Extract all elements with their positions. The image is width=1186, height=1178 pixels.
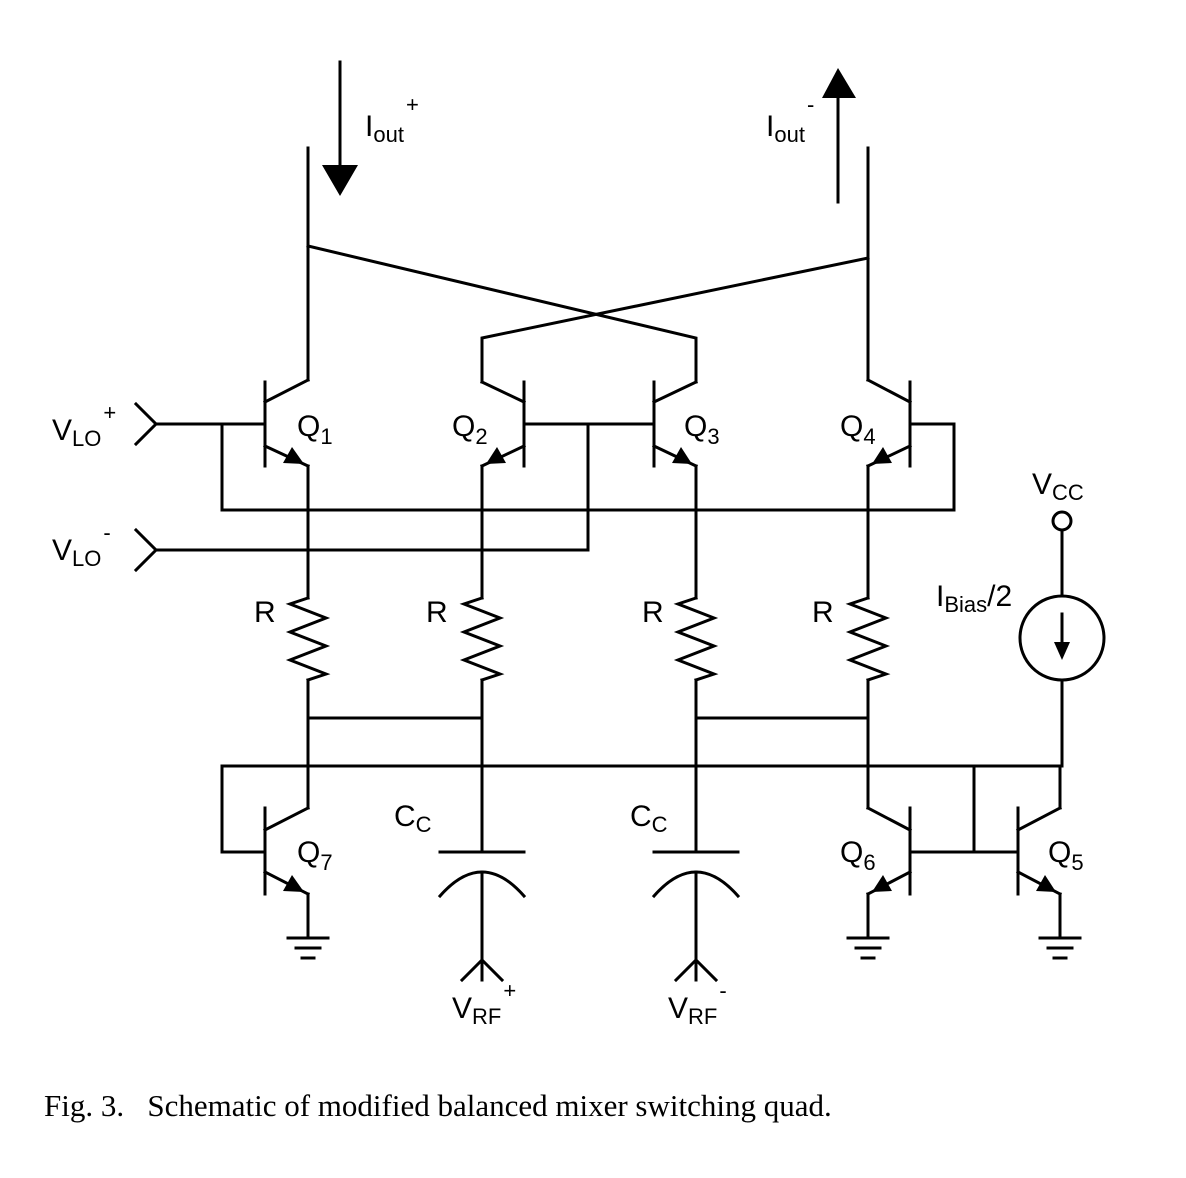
figure-caption: Fig. 3. Schematic of modified balanced m… [44,1088,832,1124]
wires [133,60,1106,983]
label-resistor-2: R [426,596,448,629]
label-resistor-3: R [642,596,664,629]
q3-emitter-arrow [672,447,692,464]
label-q6: Q6 [840,836,876,875]
label-vrf-neg: VRF- [668,978,727,1029]
label-q1: Q1 [297,410,333,449]
resistor-2 [459,596,505,682]
vrf-neg-terminal [673,870,719,983]
figure-number: Fig. 3. [44,1088,125,1123]
current-source-arrow-head [1054,642,1070,660]
vrf-pos-terminal [459,870,505,983]
q1-emitter-arrow [283,447,304,464]
q2-emitter-arrow [486,447,506,464]
ground-icon [1038,936,1082,960]
label-q3: Q3 [684,410,720,449]
q6-emitter-arrow [872,875,892,892]
cross-wire-q3 [306,244,698,384]
label-vcc: VCC [1032,468,1084,505]
resistor-1 [285,596,331,682]
ground-icon [286,936,330,960]
iout-pos-arrow-head [322,165,358,196]
label-vlo-pos: VLO+ [52,400,116,451]
label-q5: Q5 [1048,836,1084,875]
cross-wire-q2 [480,256,870,384]
q3-collector [652,380,698,404]
vlo-pos-bus [220,422,956,512]
label-ibias: IBias/2 [936,580,1012,617]
vlo-neg-wire [154,422,590,552]
resistor-3 [673,596,719,682]
label-cc-2: CC [630,800,668,837]
ground-icon [846,936,890,960]
label-iout-pos: Iout+ [365,92,419,147]
q5-collector [1015,805,1063,833]
q4-emitter-arrow [872,447,892,464]
label-q4: Q4 [840,410,876,449]
caption-text: Schematic of modified balanced mixer swi… [147,1088,832,1123]
label-iout-neg: Iout- [766,92,814,147]
label-q2: Q2 [452,410,488,449]
vlo-pos-terminal [133,401,159,447]
q7-collector [262,805,311,833]
q4-collector [865,377,913,405]
label-vrf-pos: VRF+ [452,978,516,1029]
q2-collector [480,380,526,404]
label-resistor-4: R [812,596,834,629]
label-q7: Q7 [297,836,333,875]
label-resistor-1: R [254,596,276,629]
vlo-neg-terminal [133,527,159,573]
mixer-schematic: Iout+ Iout- VLO+ VLO- Q1 Q2 Q3 Q4 VCC IB… [52,60,1106,1029]
resistor-4 [845,596,891,682]
q7-emitter-arrow [283,875,304,892]
q1-collector [262,377,311,405]
q5-emitter-arrow [1036,875,1056,892]
label-vlo-neg: VLO- [52,520,111,571]
q6-collector [865,805,913,833]
q7-base-wire [220,764,267,854]
vcc-terminal [1051,510,1073,532]
iout-neg-arrow-head [822,68,856,98]
label-cc-1: CC [394,800,432,837]
